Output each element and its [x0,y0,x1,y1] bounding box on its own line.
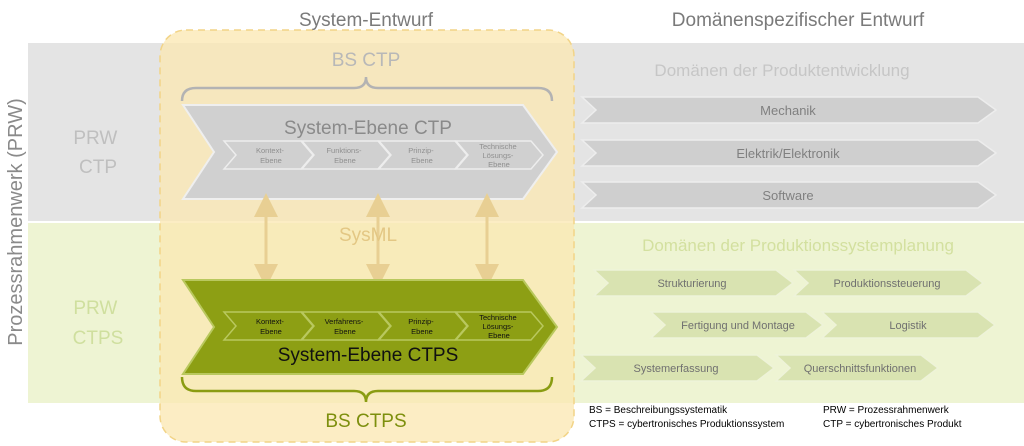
ctps-level-prinzip: Prinzip- Ebene [377,311,468,341]
domain-software: Software [580,181,998,209]
svg-text:Prinzip- Ebene: Prinzip- Ebene [408,317,436,336]
ctps-level-prinzip-line1: Prinzip- [408,317,434,326]
svg-text:Technische Lösungs-: Technische Lösungs- Ebene [479,313,519,340]
svg-text:Technische Lösungs-: Technische Lösungs- Ebene [479,142,519,169]
domain-elektrik: Elektrik/Elektronik [580,139,998,167]
domain-strukturierung: Strukturierung [592,269,795,297]
heading-domaenen-entwurf: Domänenspezifischer Entwurf [672,10,925,31]
ctps-level-technisch: Technische Lösungs- Ebene [454,311,544,341]
bs-ctps-brace [180,376,554,403]
svg-text:Kontext- Ebene: Kontext- Ebene [256,317,286,336]
ctps-level-kontext: Kontext- Ebene [222,311,314,341]
ctp-level-funktion-line1: Funktions- [326,146,362,155]
ctps-level-kontext-line2: Ebene [260,327,282,336]
ctps-level-verfahren-line2: Ebene [334,327,356,336]
system-ebene-ctp-title: System-Ebene CTP [284,118,452,139]
ctp-level-kontext-line2: Ebene [260,156,282,165]
produktionssystemplanung-title: Domänen der Produktionssystemplanung [642,236,954,255]
svg-text:Kontext- Ebene: Kontext- Ebene [256,146,286,165]
domain-logistik-label: Logistik [889,320,927,332]
ctps-level-verfahren: Verfahrens- Ebene [300,311,391,341]
row-label-prw-ctp: PRW CTP [73,128,122,178]
ctps-level-verfahren-line1: Verfahrens- [325,317,364,326]
row-label-prw-ctp-line2: CTP [79,157,117,178]
domain-querschnittsfunktionen: Querschnittsfunktionen [774,354,940,382]
legend-prw: PRW = Prozessrahmenwerk [823,405,949,416]
ctp-level-technisch-line2: Lösungs- [483,151,514,160]
domain-produktionssteuerung-label: Produktionssteuerung [833,278,940,290]
domain-systemerfassung-label: Systemerfassung [634,363,719,375]
ctps-level-technisch-line2: Lösungs- [483,322,514,331]
ctp-level-technisch: Technische Lösungs- Ebene [454,140,544,170]
svg-text:Funktions- Ebene: Funktions- Ebene [326,146,363,165]
ctp-level-prinzip-line1: Prinzip- [408,146,434,155]
ctp-level-prinzip: Prinzip- Ebene [377,140,468,170]
ctp-level-prinzip-line2: Ebene [411,156,433,165]
ctps-level-technisch-line1: Technische [479,313,517,322]
heading-system-entwurf: System-Entwurf [299,10,434,31]
vertical-label-prw: Prozessrahmenwerk (PRW) [5,98,27,345]
legend-bs: BS = Beschreibungssystematik [589,405,728,416]
domain-systemerfassung: Systemerfassung [579,354,776,382]
bs-ctps-label: BS CTPS [325,411,406,432]
sysml-label: SysML [339,225,397,246]
legend-ctp: CTP = cybertronisches Produkt [823,419,962,430]
system-ebene-ctps-title: System-Ebene CTPS [278,345,459,366]
domain-fertigung-montage: Fertigung und Montage [649,311,825,339]
domain-querschnittsfunktionen-label: Querschnittsfunktionen [804,363,917,375]
ctps-level-prinzip-line2: Ebene [411,327,433,336]
svg-text:Prinzip- Ebene: Prinzip- Ebene [408,146,436,165]
svg-text:Verfahrens- Ebene: Verfahrens- Ebene [325,317,366,336]
row-label-prw-ctps-line2: CTPS [73,328,124,349]
ctp-level-technisch-line3: Ebene [488,160,510,169]
bs-ctp-label: BS CTP [332,50,401,71]
row-label-prw-ctps-line1: PRW [73,298,117,319]
produktentwicklung-title: Domänen der Produktentwicklung [654,61,909,80]
ctps-level-technisch-line3: Ebene [488,331,510,340]
ctp-level-funktion: Funktions- Ebene [300,140,391,170]
domain-produktionssteuerung: Produktionssteuerung [792,269,985,297]
row-label-prw-ctps: PRW CTPS [73,298,124,349]
row-label-prw-ctp-line1: PRW [73,128,117,149]
ctp-level-funktion-line2: Ebene [334,156,356,165]
legend-ctps: CTPS = cybertronisches Produktionssystem [589,419,785,430]
domain-fertigung-montage-label: Fertigung und Montage [681,320,795,332]
ctp-level-kontext-line1: Kontext- [256,146,284,155]
domain-logistik: Logistik [820,311,997,339]
bs-ctp-brace [180,76,554,102]
ctp-level-technisch-line1: Technische [479,142,517,151]
ctps-level-kontext-line1: Kontext- [256,317,284,326]
domain-mechanik: Mechanik [580,96,998,124]
ctp-level-kontext: Kontext- Ebene [222,140,314,170]
domain-elektrik-label: Elektrik/Elektronik [736,146,840,161]
domain-strukturierung-label: Strukturierung [657,278,726,290]
domain-software-label: Software [762,188,813,203]
domain-mechanik-label: Mechanik [760,103,816,118]
